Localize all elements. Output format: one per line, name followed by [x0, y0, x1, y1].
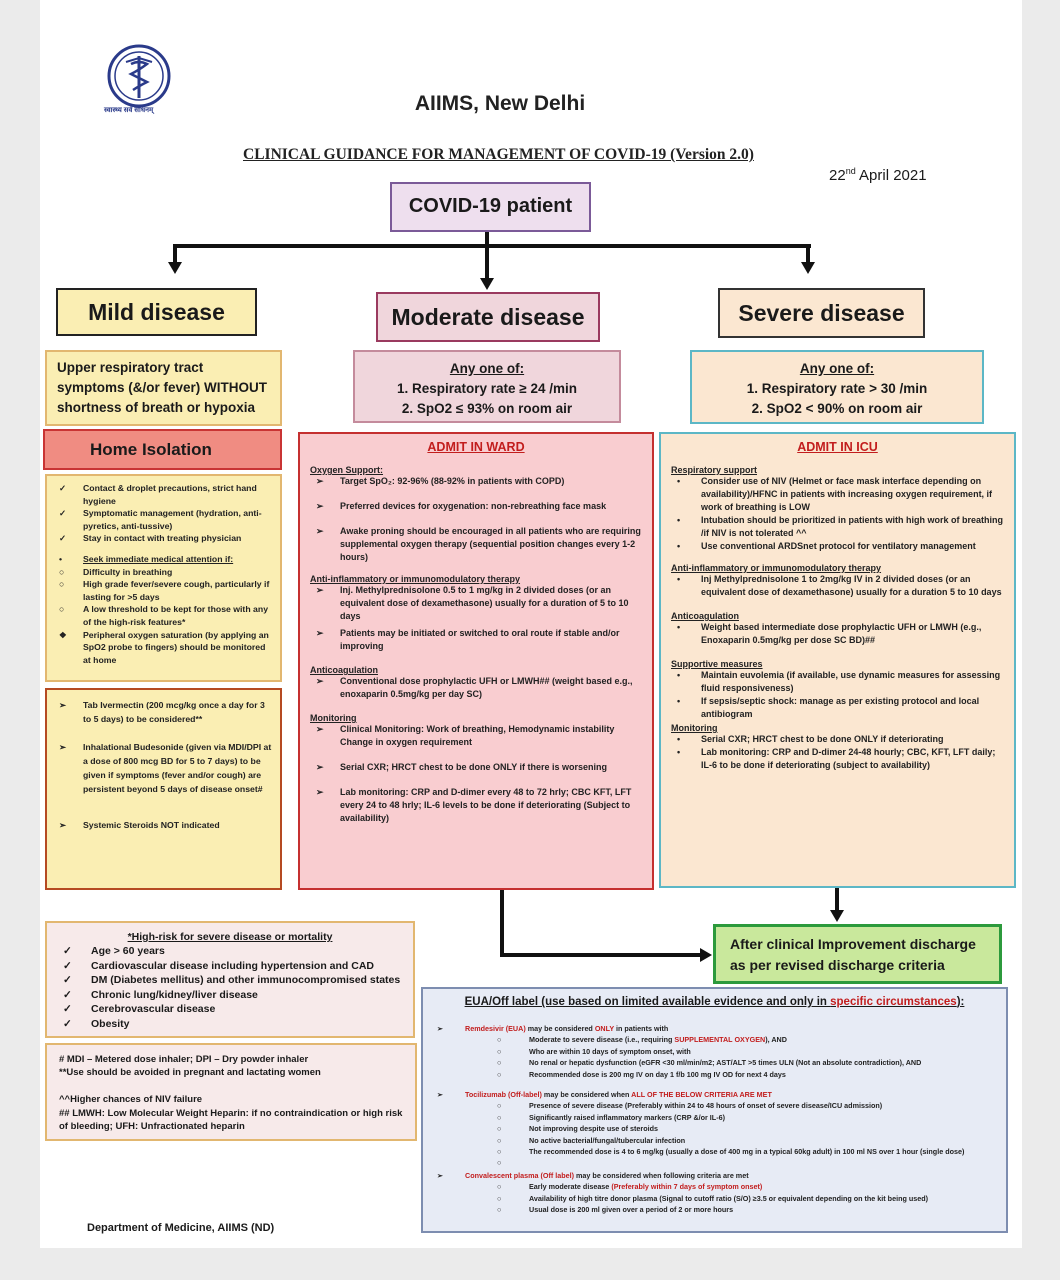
moderate-criteria: Any one of: 1. Respiratory rate ≥ 24 /mi… — [353, 350, 621, 423]
connector — [806, 244, 810, 263]
connector — [173, 244, 811, 248]
discharge-box: After clinical Improvement discharge as … — [713, 924, 1002, 984]
abbreviations-box: # MDI – Metered dose inhaler; DPI – Dry … — [45, 1043, 417, 1141]
logo-motto: स्वास्थ्य सर्व साधनम् — [104, 107, 154, 114]
severe-disease-heading: Severe disease — [718, 288, 925, 338]
connector — [173, 244, 177, 263]
connector — [500, 890, 504, 956]
arrow-down-icon — [801, 262, 815, 274]
mild-disease-heading: Mild disease — [56, 288, 257, 336]
admit-in-icu-box: ADMIT IN ICU Respiratory support •Consid… — [659, 432, 1016, 888]
document-title: CLINICAL GUIDANCE FOR MANAGEMENT OF COVI… — [243, 146, 754, 163]
admit-icu-heading: ADMIT IN ICU — [797, 440, 878, 454]
arrow-down-icon — [830, 910, 844, 922]
connector — [485, 232, 489, 246]
home-isolation-box: ✓Contact & droplet precautions, strict h… — [45, 474, 282, 682]
admit-ward-heading: ADMIT IN WARD — [427, 440, 525, 454]
mild-criteria: Upper respiratory tract symptoms (&/or f… — [45, 350, 282, 426]
covid-patient-box: COVID-19 patient — [390, 182, 591, 232]
document-date: 22nd April 2021 — [829, 166, 927, 184]
connector — [485, 244, 489, 278]
admit-in-ward-box: ADMIT IN WARD Oxygen Support: ➢Target Sp… — [298, 432, 654, 890]
connector — [835, 888, 839, 910]
high-risk-box: *High-risk for severe disease or mortali… — [45, 921, 415, 1038]
arrow-down-icon — [480, 278, 494, 290]
arrow-down-icon — [168, 262, 182, 274]
mild-drug-box: ➢Tab Ivermectin (200 mcg/kg once a day f… — [45, 688, 282, 890]
aiims-logo-icon — [98, 40, 180, 122]
footer-department: Department of Medicine, AIIMS (ND) — [87, 1222, 275, 1234]
home-isolation-heading: Home Isolation — [43, 429, 282, 470]
moderate-disease-heading: Moderate disease — [376, 292, 600, 342]
severe-criteria: Any one of: 1. Respiratory rate > 30 /mi… — [690, 350, 984, 424]
connector — [500, 953, 701, 957]
arrow-right-icon — [700, 948, 712, 962]
eua-off-label-box: EUA/Off label (use based on limited avai… — [421, 987, 1008, 1233]
organization-name: AIIMS, New Delhi — [414, 92, 586, 115]
